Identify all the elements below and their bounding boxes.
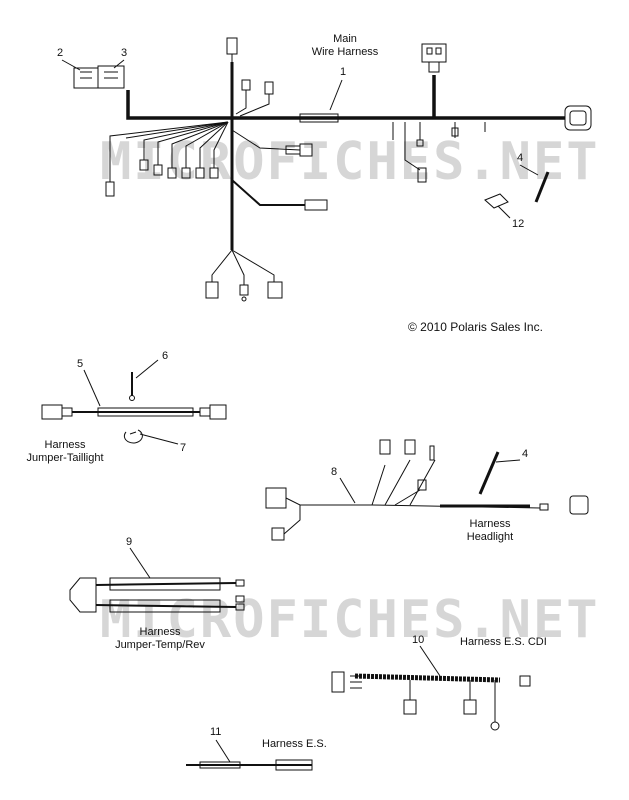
taillight-harness-title: Harness Jumper-Taillight bbox=[10, 439, 120, 465]
headlight-harness-title-line2: Headlight bbox=[466, 531, 514, 543]
callout-12: 12 bbox=[512, 218, 525, 230]
callout-4-headlight: 4 bbox=[522, 448, 529, 460]
temp-rev-jumper-harness bbox=[69, 577, 245, 613]
callout-5: 5 bbox=[77, 358, 84, 370]
headlight-harness-title: Harness Headlight bbox=[450, 518, 530, 544]
callout-11: 11 bbox=[210, 726, 222, 738]
copyright-notice: © 2010 Polaris Sales Inc. bbox=[408, 320, 543, 334]
temp-rev-harness-title-line2: Jumper-Temp/Rev bbox=[115, 639, 205, 651]
callout-7: 7 bbox=[180, 442, 187, 454]
es-harness bbox=[186, 759, 313, 771]
headlight-harness bbox=[265, 439, 589, 541]
es-cdi-harness-title: Harness E.S. CDI bbox=[460, 636, 547, 648]
es-cdi-harness bbox=[331, 671, 531, 731]
taillight-harness-title-line2: Jumper-Taillight bbox=[26, 452, 104, 464]
callout-6: 6 bbox=[162, 350, 169, 362]
es-harness-title: Harness E.S. bbox=[262, 738, 327, 750]
main-harness-title: Main Wire Harness bbox=[300, 33, 390, 59]
callout-2: 2 bbox=[57, 47, 64, 59]
callout-1: 1 bbox=[340, 66, 347, 78]
callout-4-main: 4 bbox=[517, 152, 524, 164]
callout-leaders bbox=[61, 59, 539, 763]
temp-rev-harness-title: Harness Jumper-Temp/Rev bbox=[100, 626, 220, 652]
main-harness-title-line1: Main bbox=[333, 33, 357, 45]
temp-rev-harness-title-line1: Harness bbox=[139, 626, 181, 638]
headlight-harness-title-line1: Harness bbox=[469, 518, 511, 530]
taillight-harness-title-line1: Harness bbox=[44, 439, 86, 451]
callout-9: 9 bbox=[126, 536, 133, 548]
main-harness-title-line2: Wire Harness bbox=[311, 46, 379, 58]
watermark-top: MICROFICHES.NET bbox=[100, 132, 600, 192]
callout-10: 10 bbox=[412, 634, 425, 646]
callout-8: 8 bbox=[331, 466, 338, 478]
main-wire-harness bbox=[73, 37, 592, 302]
taillight-jumper-harness bbox=[41, 372, 227, 444]
callout-3: 3 bbox=[121, 47, 128, 59]
